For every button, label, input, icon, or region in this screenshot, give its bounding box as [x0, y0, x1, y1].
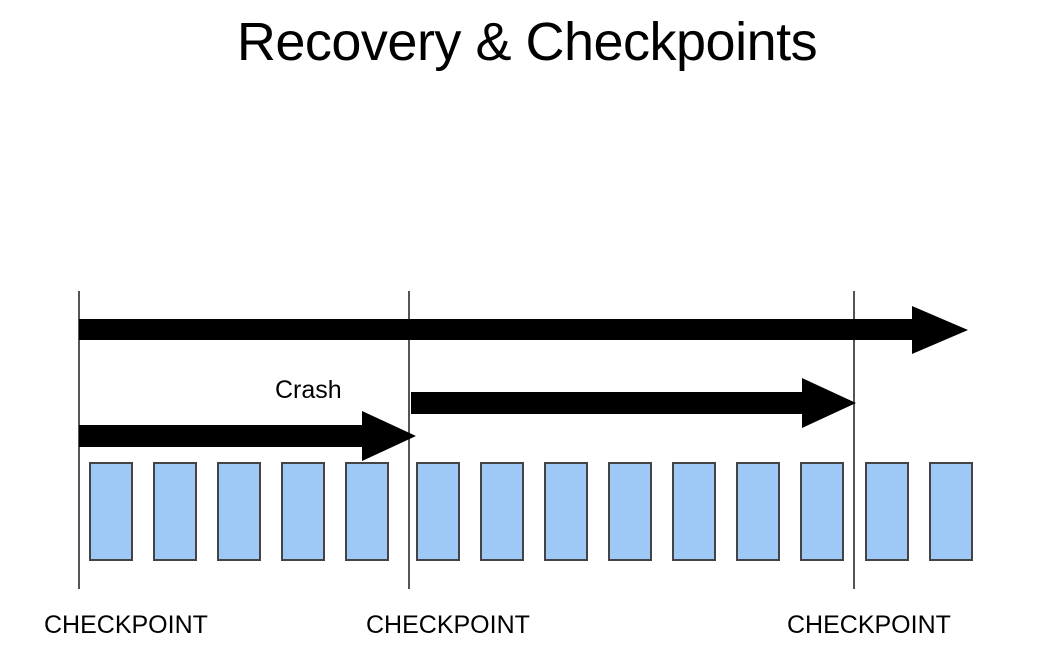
- log-record-box: [89, 462, 133, 561]
- post-recovery-arrow-shape: [411, 378, 856, 428]
- checkpoint-label-2: CHECKPOINT: [366, 611, 530, 639]
- crash-label: Crash: [275, 376, 342, 404]
- checkpoint-label-1: CHECKPOINT: [44, 611, 208, 639]
- pre-crash-arrow: [79, 411, 416, 461]
- log-record-box: [217, 462, 261, 561]
- log-record-box: [345, 462, 389, 561]
- checkpoint-label-3: CHECKPOINT: [787, 611, 951, 639]
- log-record-box: [544, 462, 588, 561]
- full-run-arrow: [79, 306, 968, 354]
- full-run-arrow-shape: [79, 306, 968, 354]
- log-record-box: [736, 462, 780, 561]
- log-record-boxes: [89, 462, 973, 561]
- log-record-box: [672, 462, 716, 561]
- log-record-box: [480, 462, 524, 561]
- log-record-box: [865, 462, 909, 561]
- pre-crash-arrow-shape: [79, 411, 416, 461]
- log-record-box: [800, 462, 844, 561]
- log-record-box: [416, 462, 460, 561]
- log-record-box: [929, 462, 973, 561]
- log-record-box: [281, 462, 325, 561]
- log-record-box: [608, 462, 652, 561]
- page-title: Recovery & Checkpoints: [236, 12, 818, 72]
- post-recovery-arrow: [411, 378, 856, 428]
- log-record-box: [153, 462, 197, 561]
